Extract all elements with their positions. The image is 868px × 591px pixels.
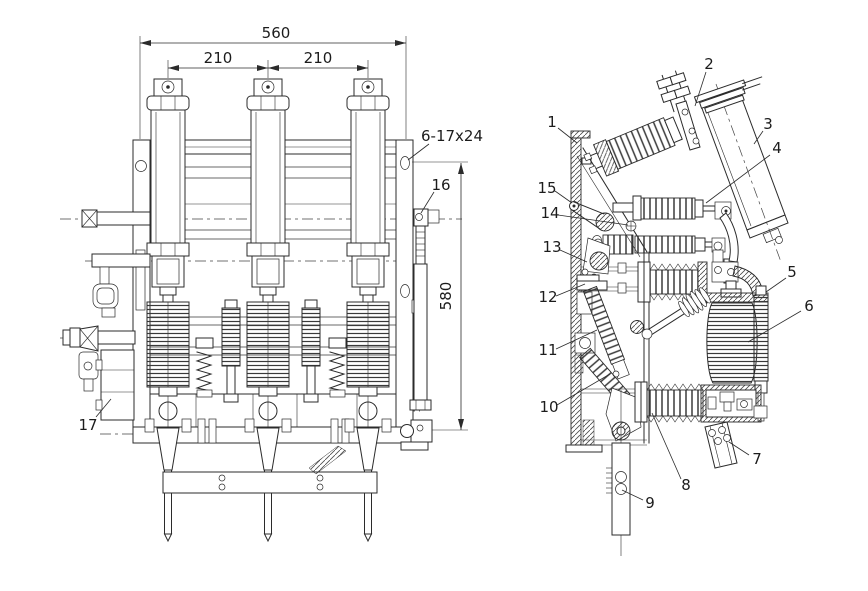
side-view: 1 2 3 4 5 6 7 8 9 10 11 12 13 1 — [537, 55, 814, 556]
front-view: 560 210 210 580 6-17x24 16 17 — [60, 24, 483, 542]
dim-total-width: 560 — [262, 24, 291, 42]
callout-4: 4 — [772, 139, 782, 157]
contact-spring — [195, 337, 214, 398]
callout-12: 12 — [538, 288, 557, 306]
callout-1: 1 — [547, 113, 557, 131]
callout-13: 13 — [542, 238, 561, 256]
bushing-insulator — [583, 116, 683, 177]
insulator-rod-lower — [592, 234, 726, 279]
callout-7: 7 — [752, 450, 762, 468]
pole-bottom-box — [700, 384, 768, 423]
callout-6: 6 — [804, 297, 814, 315]
aux-insulator-rod — [221, 299, 241, 403]
mechanism-box — [100, 349, 135, 421]
callout-17: 17 — [78, 416, 97, 434]
vacuum-interrupter — [706, 302, 758, 384]
dimensions: 560 210 210 580 6-17x24 — [139, 24, 483, 431]
fuse-tube — [699, 83, 789, 263]
top-terminal — [656, 70, 691, 113]
crank-and-arm — [605, 387, 642, 556]
callout-5: 5 — [787, 263, 797, 281]
strut-washer-stack — [630, 287, 711, 340]
aux-insulator-rod — [301, 299, 321, 403]
contact-spring — [328, 337, 347, 398]
bottom-bus-bar — [162, 471, 378, 494]
dim-pole-pitch-left: 210 — [204, 49, 233, 67]
callout-15: 15 — [537, 179, 556, 197]
operating-rod — [400, 208, 440, 451]
frame-foot — [565, 444, 603, 453]
callout-10: 10 — [539, 398, 558, 416]
callout-16: 16 — [431, 176, 450, 194]
fuse-lower-arm — [719, 212, 739, 263]
dim-total-height: 580 — [437, 282, 455, 311]
aux-bracket — [704, 421, 738, 469]
secondary-shaft — [91, 253, 151, 268]
mounting-slot-hole — [400, 156, 410, 170]
bellows-insulator-lower — [634, 381, 704, 423]
callout-8: 8 — [681, 476, 691, 494]
callout-11: 11 — [538, 341, 557, 359]
cam-lever-mechanism — [581, 237, 611, 281]
callout-14: 14 — [540, 204, 559, 222]
dim-mounting-slots: 6-17x24 — [421, 127, 483, 145]
drive-shaft-end — [69, 327, 81, 348]
mounting-slot-hole — [400, 284, 410, 298]
fuse-top-contact — [693, 76, 763, 114]
insulator-rod-upper — [569, 195, 732, 232]
frame-flange — [570, 130, 591, 139]
callout-3: 3 — [763, 115, 773, 133]
callout-9: 9 — [645, 494, 655, 512]
callout-2: 2 — [704, 55, 714, 73]
diagonal-strap — [308, 445, 347, 475]
dim-pole-pitch-right: 210 — [304, 49, 333, 67]
side-view-callouts: 1 2 3 4 5 6 7 8 9 10 11 12 13 1 — [537, 55, 813, 512]
bellows-insulator-upper — [637, 261, 708, 304]
